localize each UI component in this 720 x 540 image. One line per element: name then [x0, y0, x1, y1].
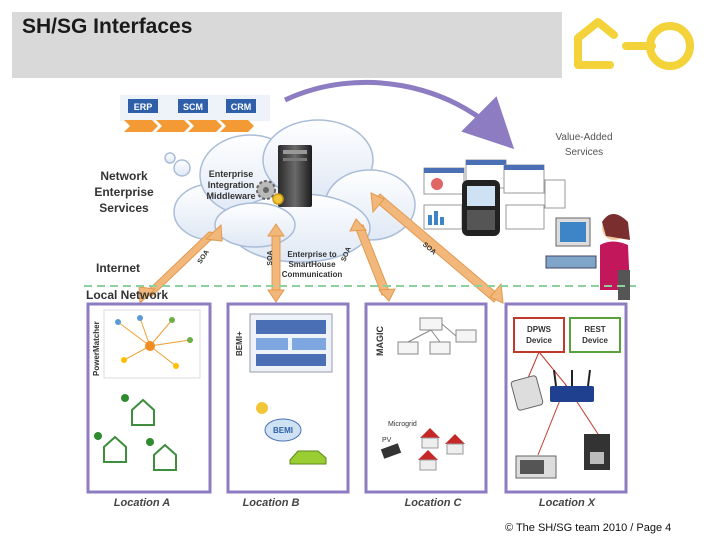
microgrid-label: Microgrid	[388, 421, 417, 428]
erp-label: ERP	[134, 102, 153, 112]
location-c-panel: MAGIC Microgrid PV	[364, 302, 488, 494]
svg-text:Enterprise: Enterprise	[209, 169, 254, 179]
powermatcher-label: PowerMatcher	[92, 321, 101, 376]
middleware-label: Enterprise Integration Middleware	[206, 169, 255, 201]
dpws-device-box	[513, 317, 565, 353]
title-bar	[12, 12, 562, 78]
location-c-label: Location C	[405, 497, 463, 509]
svg-text:SOA: SOA	[267, 250, 274, 265]
svg-text:Enterprise: Enterprise	[94, 185, 154, 199]
microgrid-houses	[418, 428, 465, 471]
dpws-label-1: DPWS	[527, 325, 552, 334]
bemi-plus-label: BEMI+	[235, 331, 244, 356]
process-chevrons	[124, 120, 254, 132]
pv-label: PV	[382, 437, 392, 444]
location-labels: Location A Location B Location C Locatio…	[114, 497, 596, 509]
svg-text:Enterprise to: Enterprise to	[287, 250, 336, 259]
location-x-panel: DPWS Device REST Device	[504, 302, 628, 494]
svg-text:Middleware: Middleware	[206, 191, 255, 201]
curved-arrow	[283, 80, 515, 150]
sun-icons	[94, 394, 154, 446]
network-enterprise-services-label: Network Enterprise Services	[94, 169, 154, 215]
internet-label: Internet	[96, 261, 140, 275]
soa-arrows	[138, 192, 504, 305]
soa-arrow-x	[370, 192, 504, 304]
location-b-label: Location B	[243, 497, 300, 509]
router-icon	[550, 369, 594, 402]
location-b-panel: BEMI+ BEMI	[226, 302, 350, 494]
enterprise-to-smarthouse-label: Enterprise to SmartHouse Communication	[282, 250, 343, 279]
soa-arrow-c	[349, 218, 396, 302]
dpws-label-2: Device	[526, 336, 552, 345]
svg-text:Services: Services	[565, 147, 603, 158]
svg-text:Services: Services	[99, 201, 149, 215]
coffee-machine-icon	[584, 434, 610, 470]
svg-text:SmartHouse: SmartHouse	[288, 260, 336, 269]
location-a-panel: PowerMatcher	[86, 302, 212, 494]
microwave-icon	[515, 455, 557, 479]
svg-text:Network: Network	[100, 169, 148, 183]
bemi-badge-label: BEMI	[273, 426, 293, 435]
bemi-badge	[264, 418, 302, 442]
svg-text:Communication: Communication	[282, 270, 343, 279]
blackberry-device-icon	[462, 180, 500, 236]
soa-arrow-a	[138, 223, 223, 305]
enterprise-cloud	[164, 119, 416, 263]
erp-box: ERP	[128, 99, 158, 113]
rest-label-1: REST	[584, 325, 605, 334]
value-added-screens	[423, 159, 566, 230]
user-at-computer-icon	[545, 214, 630, 300]
scm-box: SCM	[178, 99, 208, 113]
house-icons	[103, 398, 177, 471]
svg-text:Value-Added: Value-Added	[555, 132, 612, 143]
server-icon	[278, 145, 312, 207]
gear-icon	[256, 180, 284, 205]
soa-arrow-b	[267, 223, 285, 303]
scm-label: SCM	[183, 102, 203, 112]
crm-box: CRM	[226, 99, 256, 113]
magic-label: MAGIC	[375, 326, 385, 356]
smarthouse-logo	[574, 18, 694, 70]
crm-label: CRM	[231, 102, 252, 112]
rest-device-box	[569, 317, 621, 353]
footer-copyright: © The SH/SG team 2010 / Page 4	[505, 522, 672, 534]
car-icon	[289, 450, 327, 465]
value-added-services-label: Value-Added Services	[555, 132, 612, 158]
local-network-label: Local Network	[86, 288, 168, 302]
svg-text:Integration: Integration	[208, 180, 255, 190]
rest-label-2: Device	[582, 336, 608, 345]
location-a-label: Location A	[114, 497, 170, 509]
meter-device-icon	[510, 375, 544, 411]
enterprise-systems-bar: ERP SCM CRM	[120, 95, 270, 132]
location-x-label: Location X	[539, 497, 596, 509]
page-title: SH/SG Interfaces	[22, 15, 193, 38]
pv-panel-icon	[380, 443, 402, 459]
